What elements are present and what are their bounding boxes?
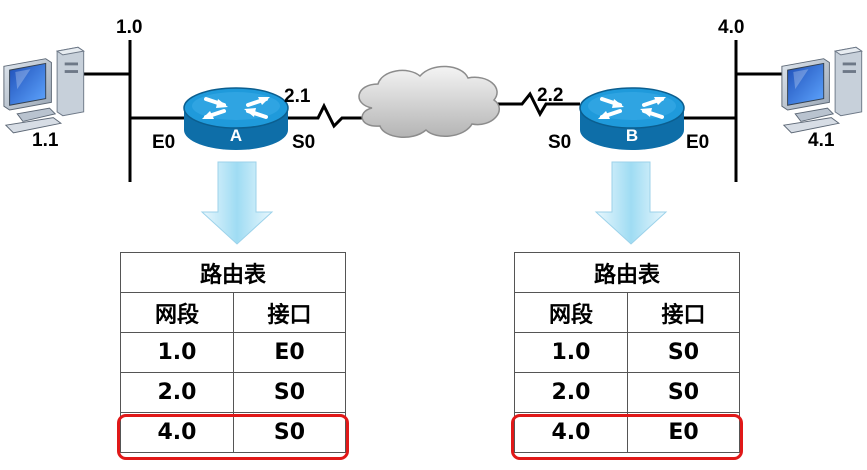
serial-link-a <box>286 102 370 129</box>
column-header: 网段 <box>514 292 628 333</box>
column-header: 接口 <box>233 292 346 333</box>
net-label-left: 1.0 <box>116 17 142 38</box>
table-cell: S0 <box>233 412 346 453</box>
routing-table-right: 路由表 网段 接口 1.0 S0 2.0 S0 4.0 E0 <box>514 252 740 453</box>
table-row: 4.0 S0 <box>120 412 346 453</box>
routing-table-left: 路由表 网段 接口 1.0 E0 2.0 S0 4.0 S0 <box>120 252 346 453</box>
table-row: 1.0 S0 <box>514 332 740 373</box>
table-cell: 4.0 <box>120 412 234 453</box>
table-title: 路由表 <box>514 252 740 293</box>
table-cell: 2.0 <box>514 372 628 413</box>
router-b-serial-addr: 2.2 <box>537 85 563 106</box>
router-b-ethernet-if: E0 <box>686 132 709 153</box>
table-row: 2.0 S0 <box>120 372 346 413</box>
pc-address-left: 1.1 <box>32 130 59 151</box>
table-cell: 1.0 <box>514 332 628 373</box>
router-a-ethernet-if: E0 <box>152 132 175 153</box>
pc-address-right: 4.1 <box>808 130 835 151</box>
computer-icon <box>781 46 863 134</box>
table-cell: E0 <box>627 412 740 453</box>
router-a-serial-addr: 2.1 <box>284 86 311 107</box>
table-row: 1.0 E0 <box>120 332 346 373</box>
down-arrow-icon <box>200 161 274 245</box>
table-row: 4.0 E0 <box>514 412 740 453</box>
down-arrow-icon <box>594 161 668 245</box>
table-cell: S0 <box>627 372 740 413</box>
table-title: 路由表 <box>120 252 346 293</box>
net-label-right: 4.0 <box>718 17 744 38</box>
table-cell: 4.0 <box>514 412 628 453</box>
highlight-row-left <box>117 414 349 460</box>
router-a-label: A <box>230 126 242 145</box>
column-header: 网段 <box>120 292 234 333</box>
table-cell: E0 <box>233 332 346 373</box>
column-header: 接口 <box>627 292 740 333</box>
table-row: 2.0 S0 <box>514 372 740 413</box>
highlight-row-right <box>511 414 743 460</box>
computer-icon <box>3 46 85 134</box>
cloud-icon <box>358 65 501 138</box>
table-cell: S0 <box>627 332 740 373</box>
serial-link-b <box>484 91 580 118</box>
table-cell: S0 <box>233 372 346 413</box>
table-cell: 2.0 <box>120 372 234 413</box>
router-b-serial-if: S0 <box>548 132 571 153</box>
router-b-label: B <box>626 126 638 145</box>
router-a-serial-if: S0 <box>292 132 315 153</box>
table-cell: 1.0 <box>120 332 234 373</box>
